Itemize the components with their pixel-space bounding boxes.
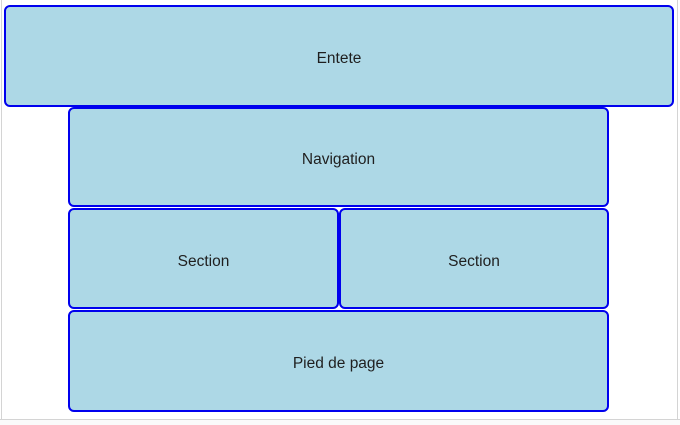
nav-label: Navigation	[301, 151, 376, 168]
section-left-block: Section	[68, 208, 339, 309]
footer-block: Pied de page	[68, 310, 609, 412]
viewport-edge-bottom	[0, 419, 680, 420]
header-label: Entete	[316, 50, 362, 67]
nav-block: Navigation	[68, 107, 609, 207]
section-left-label: Section	[177, 252, 230, 270]
header-block: Entete	[4, 5, 674, 107]
viewport-edge-right	[677, 0, 678, 419]
viewport-bottom-strip	[0, 420, 680, 425]
section-right-block: Section	[339, 208, 609, 309]
section-right-label: Section	[448, 252, 500, 270]
footer-label: Pied de page	[292, 355, 385, 372]
viewport-edge-left	[1, 0, 2, 419]
